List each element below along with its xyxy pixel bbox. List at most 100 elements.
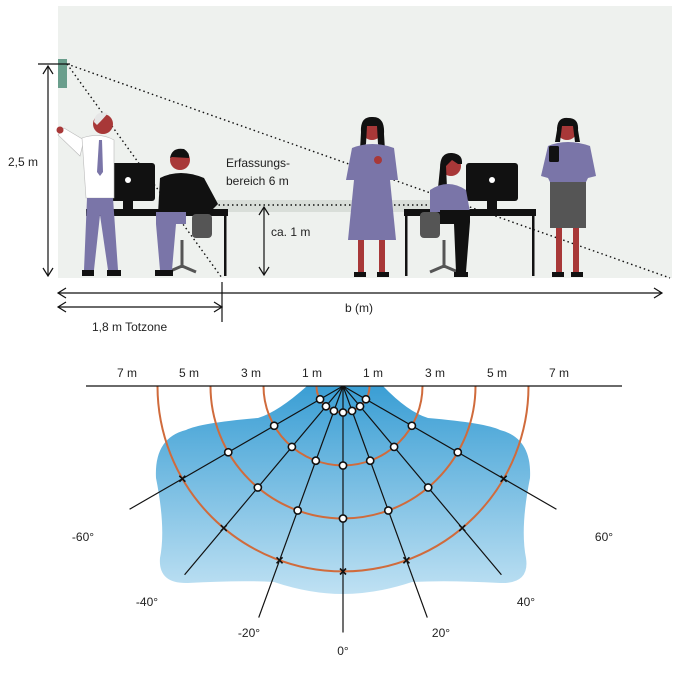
side-view: 2,5 m: [8, 6, 672, 334]
ceiling-sensor: [58, 59, 67, 88]
measurement-point: [347, 406, 357, 416]
person-3-leg-right: [379, 240, 385, 272]
measurement-point: [269, 421, 279, 431]
range-limit-marker: [178, 475, 186, 483]
measurement-point: [355, 401, 365, 411]
person-standing-woman-right: [541, 117, 596, 277]
angle-ray: [184, 385, 344, 576]
person-1-shoe-right: [107, 270, 121, 276]
radius-label: 1 m: [363, 366, 383, 380]
angle-label: 20°: [432, 626, 450, 640]
width-arrow-left: [56, 287, 67, 299]
person-3-hair: [360, 116, 385, 150]
person-3-shoe-right: [377, 272, 389, 277]
person-1-hair: [94, 112, 108, 125]
person-4-hair: [438, 152, 463, 188]
measurement-point: [453, 447, 463, 457]
desk-height-arrow-bottom: [258, 266, 270, 277]
person-standing-woman-center: [346, 116, 398, 277]
left-monitor-logo: [125, 177, 131, 183]
person-2-hair: [170, 148, 190, 158]
range-limit-marker: [500, 475, 508, 483]
measurement-point: [329, 406, 339, 416]
desk-height-label: ca. 1 m: [271, 225, 310, 239]
width-arrow-right: [653, 287, 664, 299]
left-chair-back: [192, 214, 212, 238]
measurement-point: [361, 394, 371, 404]
person-1-tie: [97, 140, 103, 176]
measurement-point: [321, 401, 331, 411]
person-3-leg-left: [358, 240, 364, 272]
angle-ray: [342, 385, 502, 576]
measurement-point: [389, 442, 399, 452]
radius-label: 5 m: [179, 366, 199, 380]
range-limit-marker: [402, 556, 411, 564]
detection-band: [210, 200, 454, 212]
range-limit-marker: [275, 556, 284, 564]
person-1-trousers: [84, 198, 118, 270]
measurement-point: [253, 483, 263, 492]
angle-label: 40°: [517, 595, 535, 609]
angle-label: 60°: [595, 530, 613, 544]
person-5-leg-right: [573, 228, 579, 272]
deadzone-arrow-right: [213, 301, 224, 313]
person-1-hand: [56, 126, 64, 134]
person-2-legs: [156, 212, 186, 270]
person-4-shoe: [454, 272, 468, 277]
right-monitor-logo: [489, 177, 495, 183]
person-seated-man: [155, 148, 218, 276]
angle-rays: [129, 385, 557, 633]
measurement-point: [293, 506, 303, 515]
person-5-tablet: [549, 146, 559, 162]
person-1-arm-raised: [57, 127, 85, 157]
right-monitor-stand: [487, 199, 497, 210]
angle-ray: [342, 385, 557, 510]
angle-ray: [258, 385, 344, 618]
measurement-point: [223, 447, 233, 457]
measurement-point: [423, 483, 433, 492]
range-limit-marker: [339, 567, 347, 576]
person-2-shoe: [155, 270, 173, 276]
measurement-point: [338, 461, 348, 470]
radius-label: 7 m: [117, 366, 137, 380]
angle-label: -40°: [136, 595, 158, 609]
person-seated-woman: [430, 152, 470, 277]
person-3-dress: [346, 144, 398, 240]
angle-ray: [129, 385, 344, 510]
person-1-shoe-left: [82, 270, 94, 276]
measurement-point: [311, 456, 321, 466]
person-3-shoe-left: [354, 272, 366, 277]
measurement-point: [407, 421, 417, 431]
angle-ray: [342, 385, 428, 618]
radius-label: 3 m: [425, 366, 445, 380]
left-desk-leg-right: [224, 216, 227, 276]
measurement-point: [365, 456, 375, 466]
height-arrow-top: [42, 64, 54, 75]
measurement-points: [178, 394, 508, 576]
detection-area-label-line1: Erfassungs-: [226, 156, 290, 170]
range-limit-marker: [458, 524, 466, 532]
measurement-point: [315, 394, 325, 404]
measurement-point: [338, 408, 348, 417]
person-standing-man: [56, 112, 121, 276]
deadzone-label: 1,8 m Totzone: [92, 320, 167, 334]
person-5-shoe-left: [552, 272, 564, 277]
right-desk-leg-left: [405, 216, 408, 276]
desk-height-arrow-top: [258, 205, 270, 216]
person-4-legs: [440, 210, 470, 272]
angle-label: -20°: [238, 626, 260, 640]
person-5-leg-left: [556, 228, 562, 272]
radius-label: 7 m: [549, 366, 569, 380]
person-5-hair: [555, 117, 580, 142]
person-5-skirt: [550, 182, 586, 228]
right-chair-base: [429, 264, 459, 274]
person-2-torso: [158, 173, 218, 214]
radius-label: 3 m: [241, 366, 261, 380]
angle-label: -60°: [72, 530, 94, 544]
height-arrow-bottom: [42, 267, 54, 278]
person-3-hand: [374, 156, 382, 164]
person-4-torso: [430, 184, 470, 212]
